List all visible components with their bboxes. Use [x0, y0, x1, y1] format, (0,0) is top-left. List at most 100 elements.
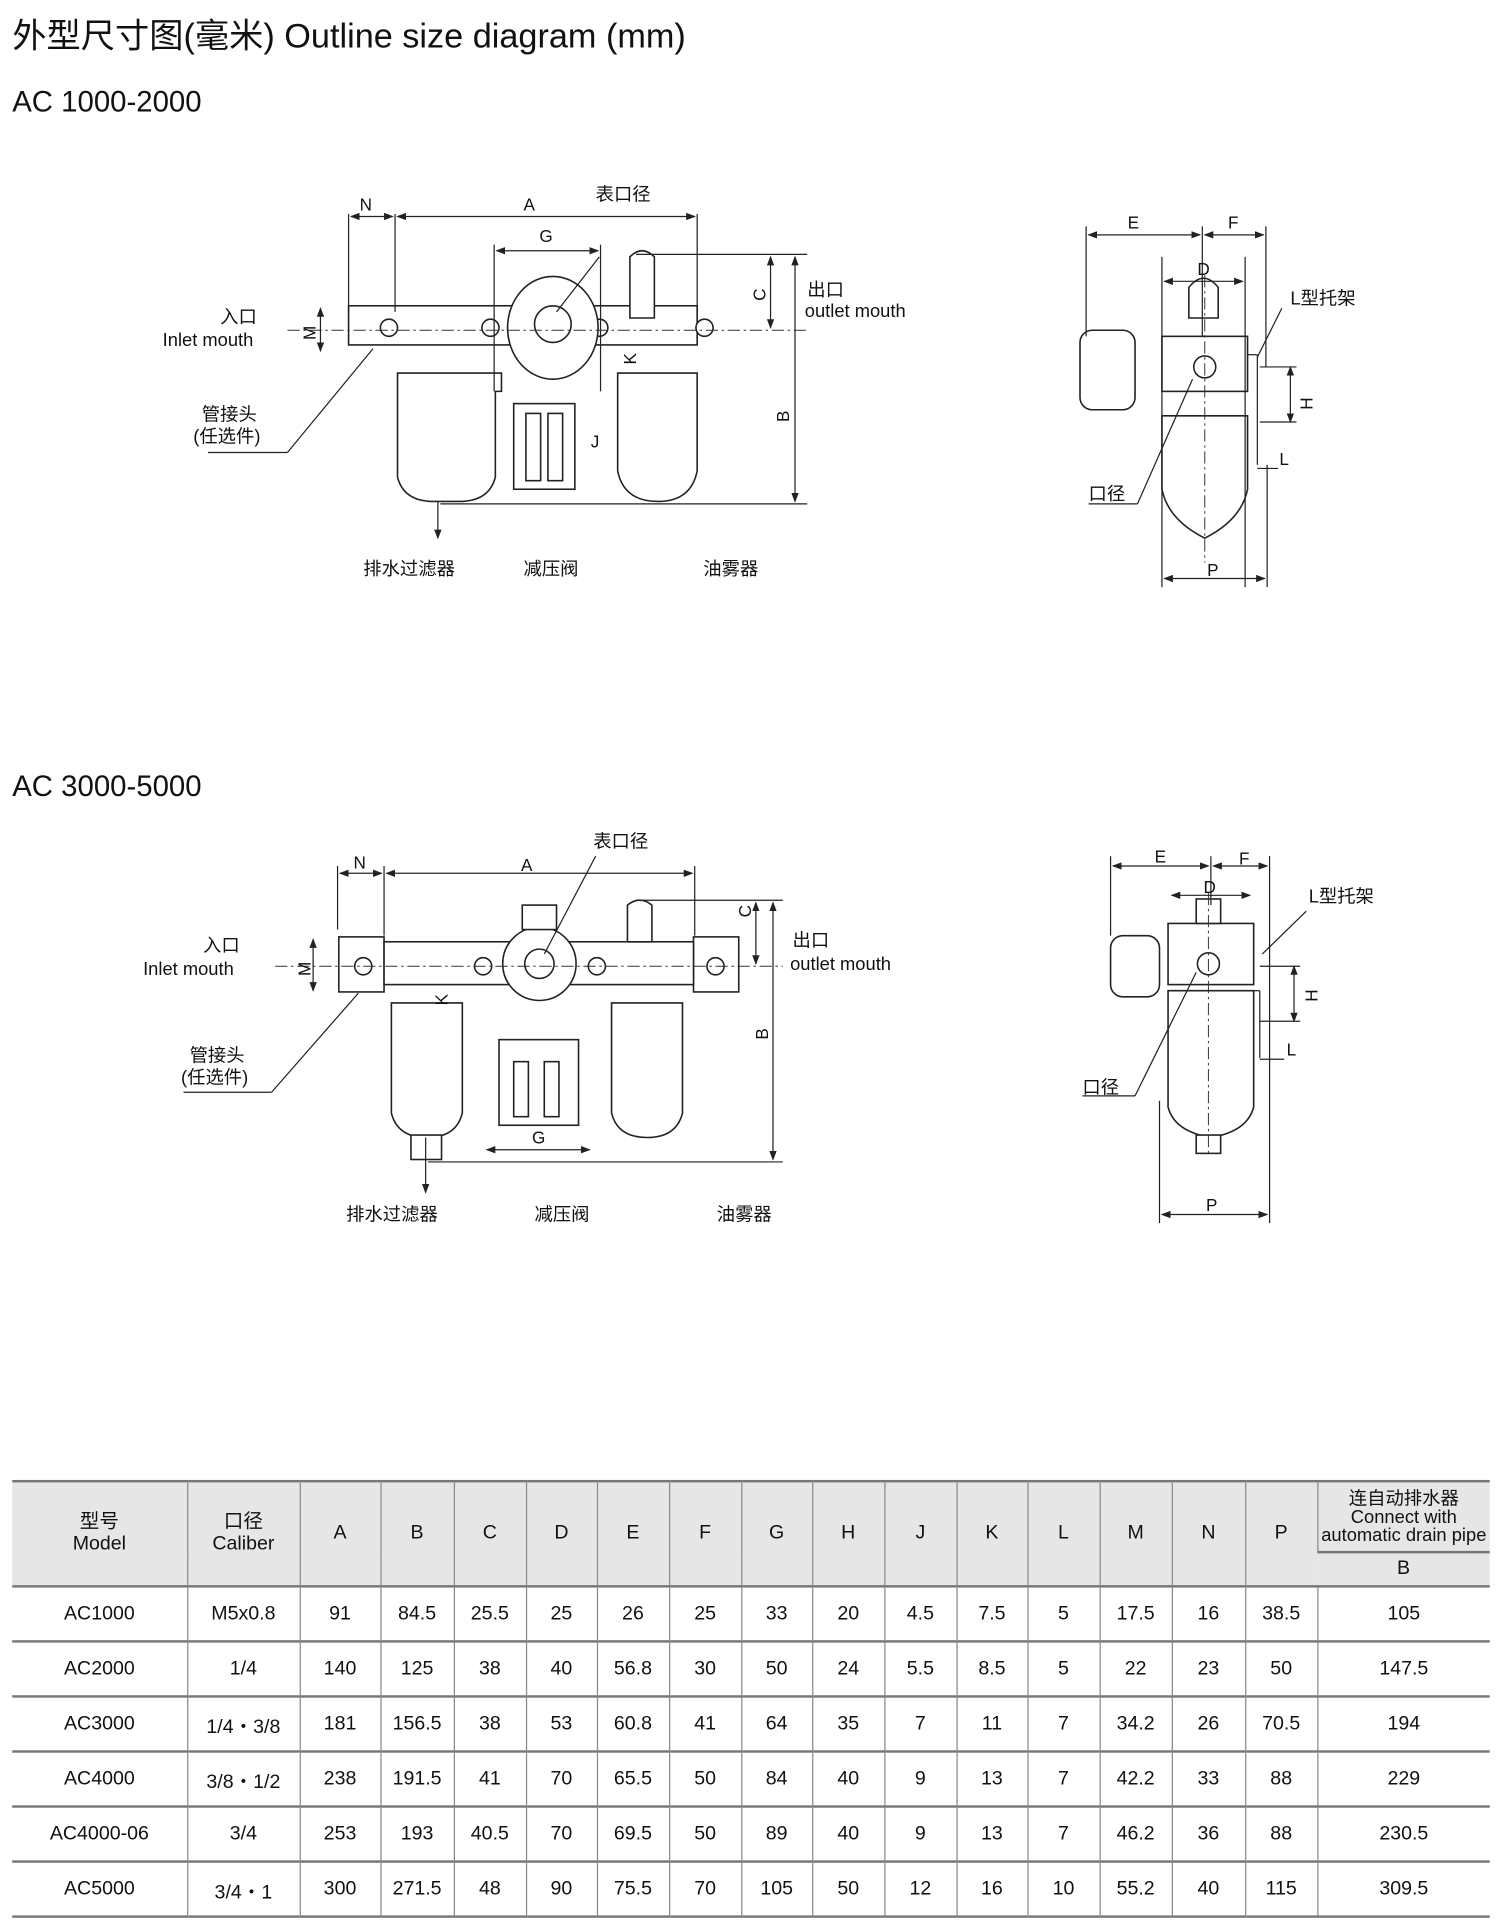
header-dim-d: D: [525, 1479, 597, 1588]
table-cell: 40: [811, 1751, 885, 1808]
outline-drawings: N A 表口径 G C 出口 outlet mouth 入口 Inlet mou…: [143, 184, 1374, 1225]
table-cell: 8.5: [955, 1641, 1028, 1698]
table-cell: 56.8: [596, 1641, 670, 1698]
svg-text:表口径: 表口径: [596, 184, 651, 205]
svg-text:L: L: [1287, 1041, 1297, 1060]
table-cell: 55.2: [1098, 1861, 1172, 1918]
table-cell: 17.5: [1098, 1586, 1172, 1643]
table-cell: 41: [453, 1751, 526, 1808]
table-cell: 191.5: [379, 1751, 454, 1808]
svg-text:管接头: 管接头: [190, 1045, 245, 1066]
table-cell: 30: [668, 1641, 742, 1698]
table-cell: 13: [955, 1806, 1028, 1863]
table-cell: 22: [1098, 1641, 1172, 1698]
table-cell: AC4000-06: [12, 1806, 188, 1863]
table-cell: 69.5: [596, 1806, 670, 1863]
svg-text:油雾器: 油雾器: [703, 558, 758, 579]
table-cell: 65.5: [596, 1751, 670, 1808]
page-title: 外型尺寸图(毫米) Outline size diagram (mm): [12, 17, 686, 56]
side-view-ac3000-5000: [1082, 856, 1307, 1224]
header-dim-h: H: [811, 1479, 885, 1588]
table-cell: 24: [811, 1641, 885, 1698]
section-title-ac3000-5000: AC 3000-5000: [12, 770, 202, 804]
svg-text:入口: 入口: [220, 306, 257, 327]
svg-text:出口: 出口: [807, 279, 844, 300]
svg-text:G: G: [532, 1129, 545, 1148]
svg-text:P: P: [1206, 1196, 1217, 1215]
table-cell: 84: [740, 1751, 813, 1808]
svg-text:B: B: [753, 1028, 772, 1039]
table-cell: 147.5: [1316, 1641, 1490, 1698]
svg-text:排水过滤器: 排水过滤器: [346, 1204, 438, 1225]
svg-text:J: J: [591, 433, 600, 452]
svg-text:L型托架: L型托架: [1290, 288, 1355, 309]
header-dim-m: M: [1098, 1479, 1172, 1588]
table-cell: AC5000: [12, 1861, 188, 1918]
svg-text:管接头: 管接头: [202, 404, 257, 425]
table-cell: 5: [1026, 1586, 1100, 1643]
svg-text:油雾器: 油雾器: [717, 1204, 772, 1225]
header-dim-l: L: [1026, 1479, 1100, 1588]
table-cell: 50: [740, 1641, 813, 1698]
header-dim-j: J: [883, 1479, 957, 1588]
table-cell: 7: [1026, 1806, 1100, 1863]
table-cell: 90: [525, 1861, 597, 1918]
svg-text:H: H: [1297, 397, 1316, 409]
svg-text:减压阀: 减压阀: [534, 1204, 589, 1225]
svg-text:D: D: [1204, 878, 1216, 897]
header-dim-b: B: [379, 1479, 454, 1588]
svg-text:E: E: [1128, 214, 1139, 233]
table-cell: 5: [1026, 1641, 1100, 1698]
table-cell: 50: [668, 1751, 742, 1808]
svg-text:E: E: [1155, 847, 1166, 866]
table-cell: 88: [1244, 1806, 1318, 1863]
table-cell: 41: [668, 1696, 742, 1753]
svg-text:A: A: [523, 195, 535, 214]
svg-text:口径: 口径: [1082, 1076, 1119, 1097]
table-cell: 3/8・1/2: [186, 1751, 300, 1808]
table-cell: 3/4: [186, 1806, 300, 1863]
svg-text:P: P: [1207, 561, 1218, 580]
side-view-ac1000-2000: [1079, 226, 1297, 588]
table-cell: M5x0.8: [186, 1586, 300, 1643]
table-cell: 70: [525, 1751, 597, 1808]
svg-text:L: L: [1279, 450, 1289, 469]
table-cell: 88: [1244, 1751, 1318, 1808]
table-cell: 181: [299, 1696, 381, 1753]
header-dim-p: P: [1244, 1479, 1318, 1588]
svg-text:表口径: 表口径: [593, 831, 648, 852]
table-cell: 309.5: [1316, 1861, 1490, 1918]
table-cell: 38: [453, 1696, 526, 1753]
table-cell: 105: [740, 1861, 813, 1918]
table-cell: 60.8: [596, 1696, 670, 1753]
table-cell: 36: [1171, 1806, 1246, 1863]
svg-text:outlet mouth: outlet mouth: [805, 300, 906, 321]
table-cell: 7: [1026, 1696, 1100, 1753]
svg-text:排水过滤器: 排水过滤器: [363, 558, 455, 579]
table-cell: 38: [453, 1641, 526, 1698]
table-cell: 7: [1026, 1751, 1100, 1808]
table-cell: 9: [883, 1806, 957, 1863]
table-cell: 91: [299, 1586, 381, 1643]
table-cell: 64: [740, 1696, 813, 1753]
table-cell: 46.2: [1098, 1806, 1172, 1863]
table-cell: AC1000: [12, 1586, 188, 1643]
table-cell: 40: [525, 1641, 597, 1698]
table-cell: 25: [668, 1586, 742, 1643]
table-cell: 50: [811, 1861, 885, 1918]
table-cell: 70: [525, 1806, 597, 1863]
table-cell: 48: [453, 1861, 526, 1918]
svg-text:C: C: [736, 905, 755, 917]
table-cell: AC4000: [12, 1751, 188, 1808]
front-view-ac1000-2000: [207, 212, 808, 540]
table-cell: 156.5: [379, 1696, 454, 1753]
table-cell: 34.2: [1098, 1696, 1172, 1753]
table-cell: 75.5: [596, 1861, 670, 1918]
table-cell: 38.5: [1244, 1586, 1318, 1643]
